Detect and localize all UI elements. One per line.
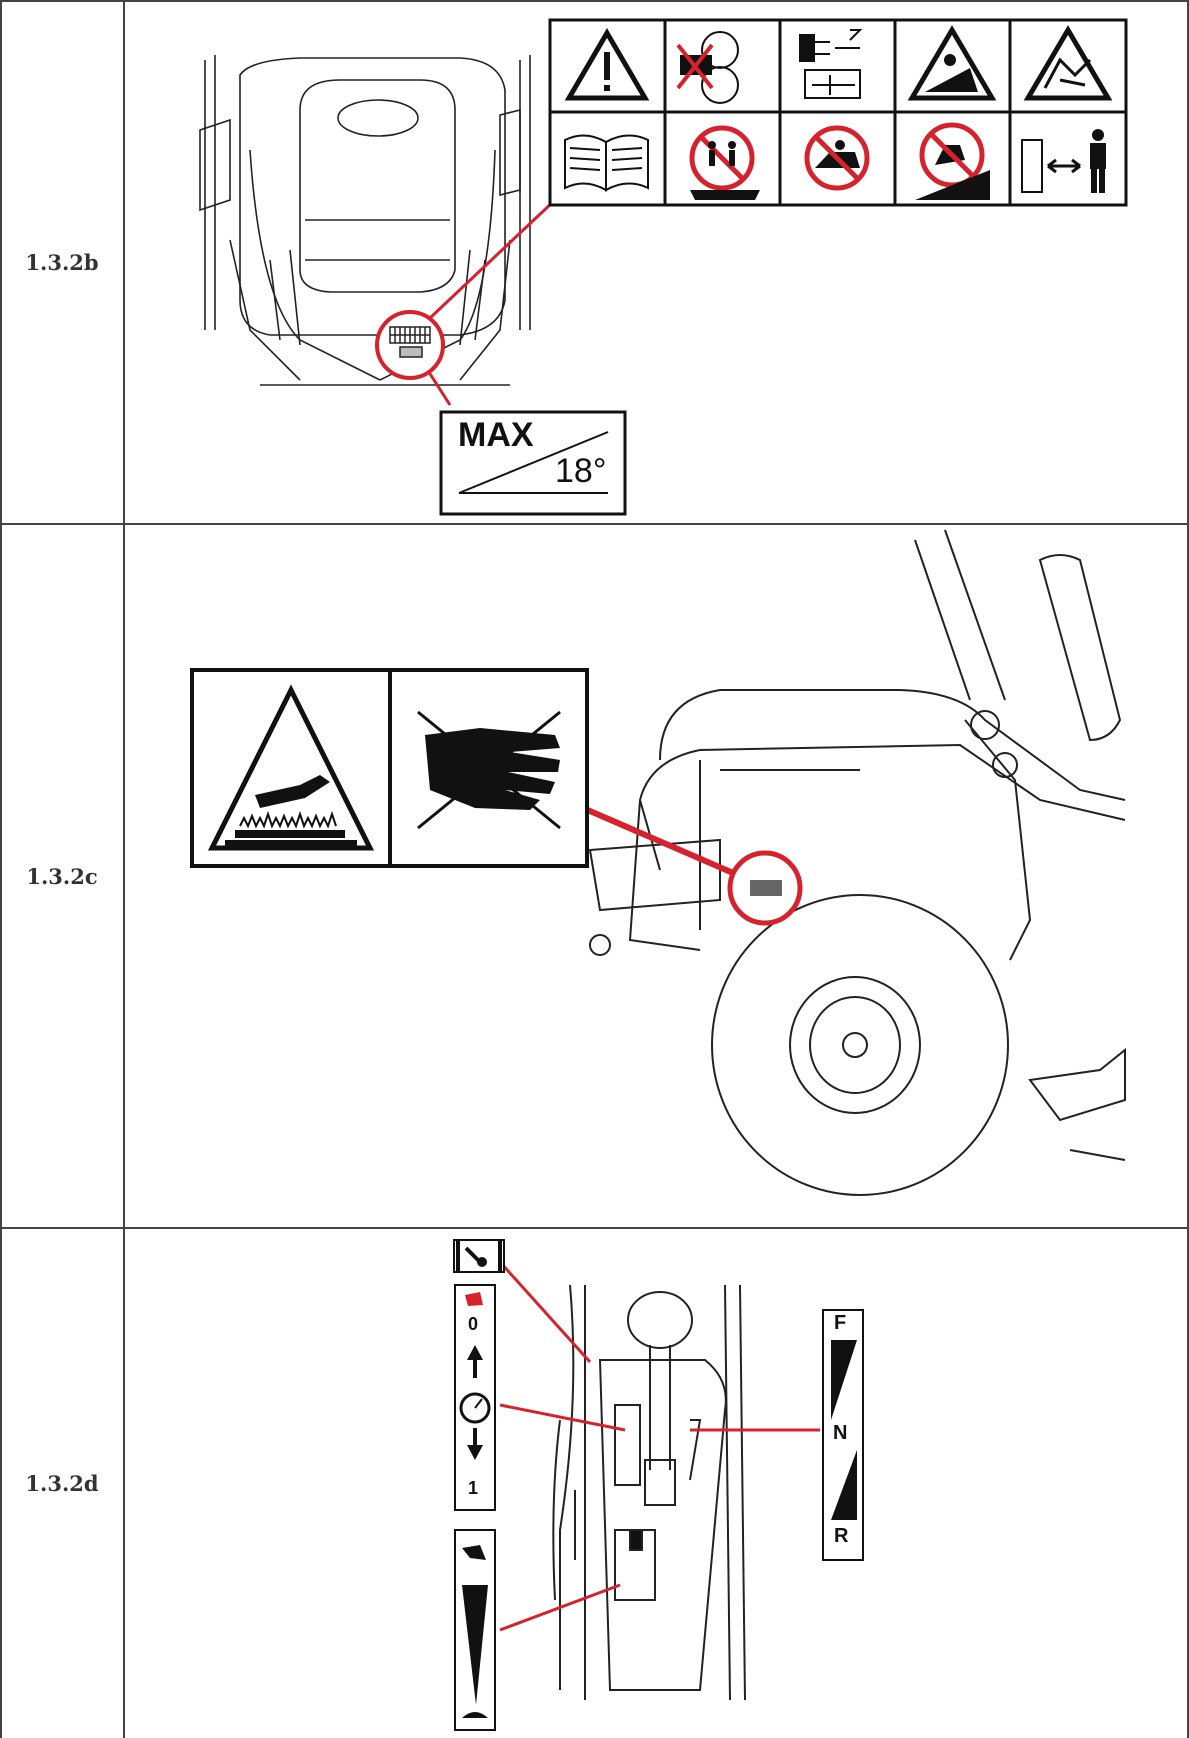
control-console-drawing <box>552 1284 746 1701</box>
no-touch-hand-icon <box>417 710 561 830</box>
disconnect-plug-icon <box>799 29 863 99</box>
slope-tip-warning-icon <box>907 25 997 101</box>
max-slope-sign <box>439 410 627 516</box>
table-border-right <box>1187 0 1189 1738</box>
speed-ramp-decal <box>454 1529 496 1731</box>
choke-decal <box>454 1284 496 1511</box>
gear-selector-decal <box>822 1309 864 1561</box>
no-hands-rotor-icon <box>676 31 739 104</box>
arrow-down-icon <box>467 1428 483 1460</box>
leader-lines-d <box>498 1260 820 1632</box>
throttle-lever-decal <box>453 1239 505 1273</box>
safety-decal-panel <box>548 18 1128 207</box>
choke-decal-zero-label: 0 <box>468 1314 479 1334</box>
hare-icon <box>462 1545 486 1560</box>
row-label-c: 1.3.2c <box>26 863 98 889</box>
mini-hot-decal <box>750 880 782 896</box>
speed-gauge-icon <box>459 1392 491 1424</box>
slope-sign-max-label: MAX <box>458 416 534 454</box>
choke-icon <box>465 1292 483 1306</box>
mini-decal-icon <box>389 326 431 358</box>
read-manual-icon <box>564 134 649 192</box>
choke-decal-one-label: 1 <box>468 1478 479 1498</box>
table-border-top <box>0 0 1189 2</box>
no-steep-slope-icon <box>915 122 990 200</box>
row-divider-1 <box>0 523 1189 525</box>
row-label-d: 1.3.2d <box>25 1470 99 1496</box>
keep-distance-icon <box>1021 129 1106 193</box>
reverse-ramp-icon <box>831 1450 857 1520</box>
label-callout-circle <box>375 310 445 380</box>
gear-forward-label: F <box>834 1312 847 1334</box>
front-wheel <box>711 894 1009 1196</box>
warning-icon <box>564 28 650 101</box>
tortoise-icon <box>462 1712 488 1718</box>
no-bystanders-icon <box>689 125 760 200</box>
tractor-seat-drawing <box>199 55 531 386</box>
speed-ramp-icon <box>462 1585 488 1705</box>
thrown-objects-icon <box>1023 25 1113 101</box>
leader-line-hot <box>581 805 742 879</box>
hot-surface-icon <box>207 684 375 851</box>
forward-ramp-icon <box>831 1340 857 1420</box>
row-label-b: 1.3.2b <box>25 249 99 275</box>
no-passengers-icon <box>804 125 870 191</box>
gear-neutral-label: N <box>833 1422 848 1444</box>
column-divider <box>123 0 125 1738</box>
row-divider-2 <box>0 1227 1189 1229</box>
slope-sign-angle-label: 18° <box>555 452 607 490</box>
table-border-left <box>0 0 2 1738</box>
gear-reverse-label: R <box>834 1525 849 1547</box>
arrow-up-icon <box>467 1345 483 1378</box>
leader-line-labels <box>410 198 557 337</box>
hot-surface-decal-panel <box>190 668 589 868</box>
